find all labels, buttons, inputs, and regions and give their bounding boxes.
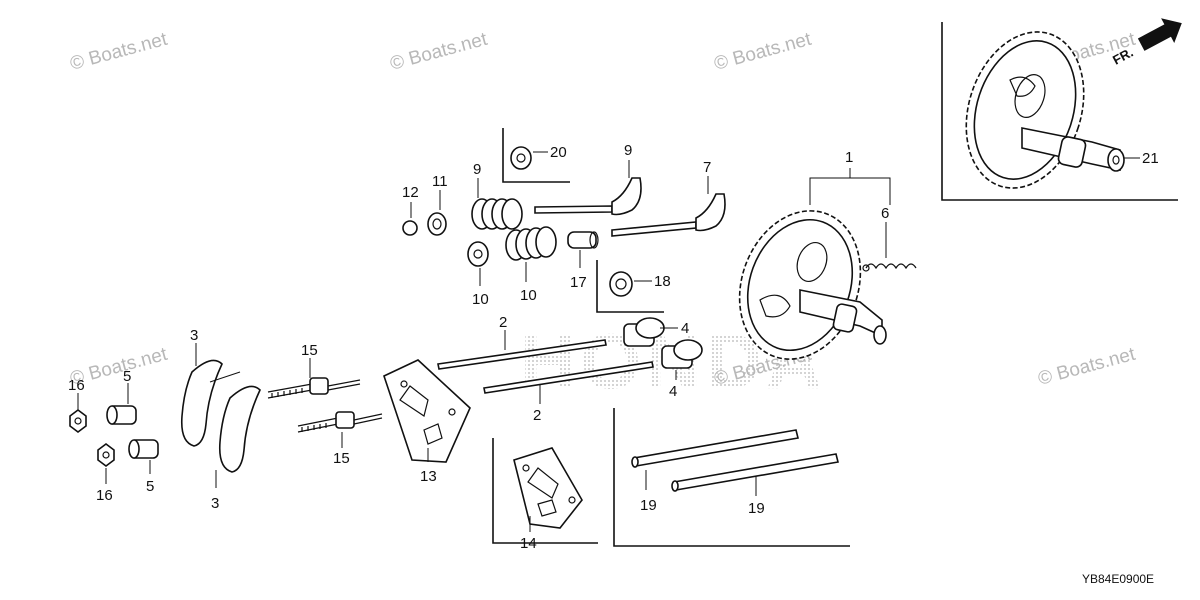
callout-7: 7 — [703, 159, 711, 176]
callout-3b: 3 — [211, 495, 219, 512]
callout-19b: 19 — [748, 500, 765, 517]
callout-13: 13 — [420, 468, 437, 485]
callout-3: 3 — [190, 327, 198, 344]
valve-cap — [427, 212, 447, 236]
guide-plate-14 — [513, 447, 583, 529]
valve-keeper — [402, 220, 418, 236]
push-rod-lower — [483, 361, 654, 394]
push-rod-19-lower — [671, 453, 839, 492]
callout-19: 19 — [640, 497, 657, 514]
callout-6: 6 — [881, 205, 889, 222]
valve-seal-20 — [510, 146, 532, 170]
inset-camshaft-gear — [965, 31, 1125, 189]
camshaft-assembly — [738, 210, 917, 360]
tappet-lower — [661, 339, 703, 369]
callout-10: 10 — [472, 291, 489, 308]
callout-5b: 5 — [146, 478, 154, 495]
rocker-arm-lower — [218, 385, 261, 473]
callout-11: 11 — [432, 173, 448, 190]
callout-12: 12 — [402, 184, 419, 201]
push-rod-guide-plate — [383, 359, 471, 463]
callout-1: 1 — [845, 149, 853, 166]
watermark: © Boats.net — [68, 29, 170, 75]
rocker-stud-lower — [297, 411, 383, 433]
callout-4b: 4 — [669, 383, 677, 400]
watermark: © Boats.net — [1036, 344, 1138, 390]
stem-seal-18 — [609, 271, 633, 297]
callout-16b: 16 — [96, 487, 113, 504]
rocker-pivot-lower — [128, 439, 159, 459]
callout-18: 18 — [654, 273, 671, 290]
rocker-stud-upper — [267, 377, 361, 399]
push-rod-upper — [437, 339, 607, 370]
exhaust-valve — [534, 177, 642, 216]
callout-9b: 10 — [520, 287, 537, 304]
pivot-nut-upper — [69, 409, 87, 433]
callout-17: 17 — [570, 274, 587, 291]
watermark: © Boats.net — [388, 29, 490, 75]
callout-14: 14 — [520, 535, 537, 552]
callout-16: 16 — [68, 377, 85, 394]
rocker-pivot-upper — [106, 405, 137, 425]
intake-valve — [611, 193, 726, 237]
callout-21: 21 — [1142, 150, 1159, 167]
watermark: © Boats.net — [712, 29, 814, 75]
valve-guide — [567, 231, 599, 249]
valve-spring-lower — [505, 226, 557, 261]
valve-spring-upper — [471, 198, 523, 230]
inset-camshaft-box: 21 FR. — [941, 18, 1182, 201]
callout-5: 5 — [123, 368, 131, 385]
callout-9: 9 — [473, 161, 481, 178]
callout-2: 2 — [499, 314, 507, 331]
callout-15: 15 — [301, 342, 318, 359]
rocker-arm-upper — [180, 359, 241, 447]
callout-20: 20 — [550, 144, 567, 161]
push-rod-19-upper — [631, 429, 799, 468]
diagram-code: YB84E0900E — [1082, 572, 1154, 586]
pivot-nut-lower — [97, 443, 115, 467]
callout-15b: 15 — [333, 450, 350, 467]
callout-8: 9 — [624, 142, 632, 159]
tappet-upper — [623, 317, 665, 347]
callout-4: 4 — [681, 320, 689, 337]
spring-retainer — [467, 241, 489, 267]
callout-2b: 2 — [533, 407, 541, 424]
